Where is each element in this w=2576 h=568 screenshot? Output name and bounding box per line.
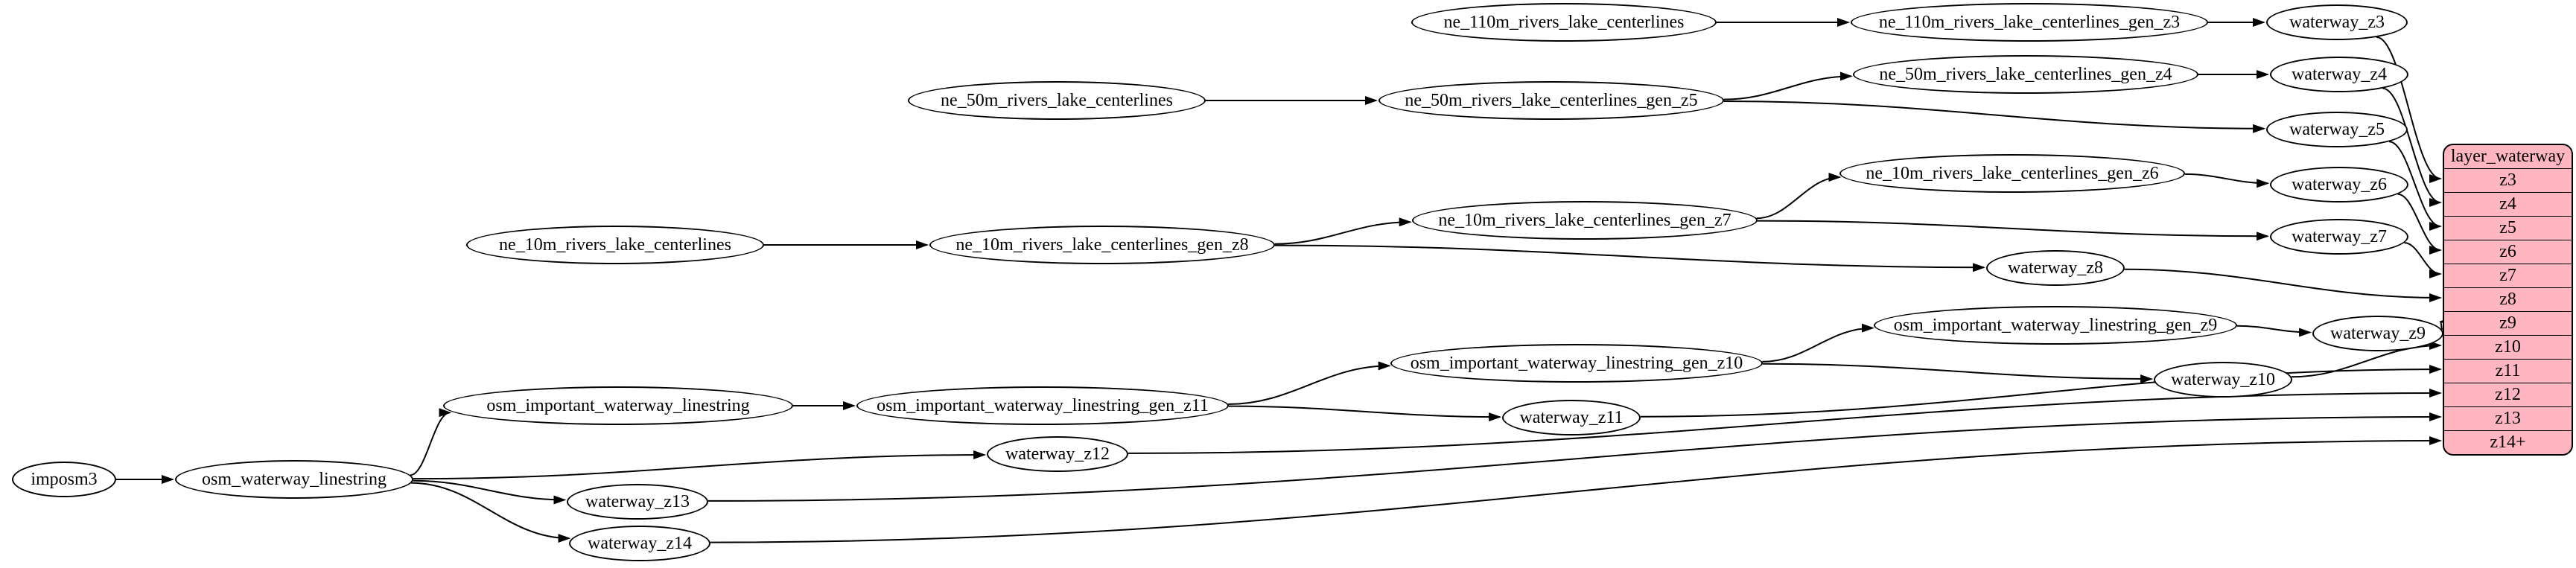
- node-waterway-z14: waterway_z14: [569, 526, 710, 561]
- table-row-z13: z13: [2444, 406, 2572, 430]
- node-ne-50m-rivers-lake-centerlines-gen-z4: ne_50m_rivers_lake_centerlines_gen_z4: [1853, 55, 2198, 94]
- edge-osm_important_waterway_linestring_gen_z10-to-osm_important_waterway_linestring_gen_z9: [1762, 323, 1874, 363]
- edge-waterway_z7-to-layer_waterway-z7: [2404, 242, 2442, 278]
- node-waterway-z12: waterway_z12: [987, 436, 1128, 472]
- node-waterway-z5: waterway_z5: [2266, 112, 2408, 147]
- edge-ne_50m_rivers_lake_centerlines_gen_z5-to-waterway_z5: [1723, 100, 2266, 133]
- table-row-z3: z3: [2444, 168, 2572, 192]
- edge-waterway_z5-to-layer_waterway-z5: [2388, 141, 2442, 231]
- node-waterway-z3: waterway_z3: [2266, 4, 2408, 40]
- edge-osm_important_waterway_linestring_gen_z9-to-waterway_z9: [2236, 325, 2312, 337]
- node-ne-10m-rivers-lake-centerlines-gen-z8: ne_10m_rivers_lake_centerlines_gen_z8: [929, 226, 1275, 264]
- node-osm-important-waterway-linestring: osm_important_waterway_linestring: [443, 386, 793, 425]
- table-row-z14plus: z14+: [2444, 430, 2572, 454]
- edge-ne_10m_rivers_lake_centerlines_gen_z6-to-waterway_z6: [2184, 173, 2270, 188]
- table-row-z9: z9: [2444, 311, 2572, 335]
- edge-osm_waterway_linestring-to-osm_important_waterway_linestring: [410, 408, 452, 476]
- edge-waterway_z4-to-layer_waterway-z4: [2382, 87, 2442, 207]
- node-osm-important-waterway-linestring-gen-z10: osm_important_waterway_linestring_gen_z1…: [1390, 344, 1763, 383]
- table-row-z10: z10: [2444, 335, 2572, 359]
- edge-osm_waterway_linestring-to-waterway_z14: [411, 482, 571, 543]
- node-waterway-z8: waterway_z8: [1986, 250, 2125, 286]
- node-ne-10m-rivers-lake-centerlines-gen-z7: ne_10m_rivers_lake_centerlines_gen_z7: [1412, 201, 1758, 240]
- edge-osm_waterway_linestring-to-waterway_z13: [413, 479, 567, 505]
- node-ne-50m-rivers-lake-centerlines-gen-z5: ne_50m_rivers_lake_centerlines_gen_z5: [1378, 81, 1724, 120]
- edge-waterway_z3-to-layer_waterway-z3: [2376, 36, 2442, 183]
- edge-waterway_z6-to-layer_waterway-z6: [2397, 193, 2442, 255]
- edge-waterway_z13-to-layer_waterway-z13: [707, 412, 2442, 502]
- node-waterway-z9: waterway_z9: [2312, 316, 2443, 351]
- node-ne-10m-rivers-lake-centerlines-gen-z6: ne_10m_rivers_lake_centerlines_gen_z6: [1839, 154, 2185, 193]
- table-row-z4: z4: [2444, 192, 2572, 216]
- table-row-z6: z6: [2444, 240, 2572, 264]
- node-osm-waterway-linestring: osm_waterway_linestring: [175, 460, 413, 499]
- edge-osm_important_waterway_linestring_gen_z10-to-waterway_z10: [1762, 363, 2154, 384]
- table-title: layer_waterway: [2450, 147, 2566, 166]
- node-waterway-z13: waterway_z13: [567, 484, 708, 520]
- layer-waterway-table: layer_waterway z3 z4 z5 z6 z7 z8 z9 z10 …: [2443, 144, 2573, 456]
- node-osm-important-waterway-linestring-gen-z11: osm_important_waterway_linestring_gen_z1…: [856, 386, 1229, 425]
- edge-ne_10m_rivers_lake_centerlines_gen_z8-to-ne_10m_rivers_lake_centerlines_gen_z7: [1274, 217, 1412, 245]
- node-waterway-z11: waterway_z11: [1502, 400, 1641, 435]
- edge-waterway_z8-to-layer_waterway-z8: [2124, 268, 2442, 302]
- edge-osm_important_waterway_linestring_gen_z11-to-osm_important_waterway_linestring_gen_z10: [1228, 361, 1391, 405]
- node-ne-110m-rivers-lake-centerlines: ne_110m_rivers_lake_centerlines: [1411, 3, 1717, 42]
- edge-ne_50m_rivers_lake_centerlines_gen_z5-to-ne_50m_rivers_lake_centerlines_gen_z4: [1723, 71, 1853, 100]
- edge-ne_10m_rivers_lake_centerlines_gen_z7-to-waterway_z7: [1757, 220, 2269, 241]
- edge-waterway_z14-to-layer_waterway-z14plus: [710, 436, 2442, 543]
- edge-osm_waterway_linestring-to-waterway_z12: [413, 450, 987, 480]
- table-row-z11: z11: [2444, 359, 2572, 383]
- node-ne-10m-rivers-lake-centerlines: ne_10m_rivers_lake_centerlines: [466, 226, 764, 264]
- node-waterway-z7: waterway_z7: [2270, 219, 2408, 255]
- edge-osm_important_waterway_linestring_gen_z11-to-waterway_z11: [1228, 405, 1502, 422]
- node-ne-110m-rivers-lake-centerlines-gen-z3: ne_110m_rivers_lake_centerlines_gen_z3: [1851, 3, 2208, 42]
- edge-ne_10m_rivers_lake_centerlines_gen_z7-to-ne_10m_rivers_lake_centerlines_gen_z6: [1756, 173, 1842, 220]
- node-osm-important-waterway-linestring-gen-z9: osm_important_waterway_linestring_gen_z9: [1874, 306, 2237, 345]
- node-ne-50m-rivers-lake-centerlines: ne_50m_rivers_lake_centerlines: [908, 81, 1206, 120]
- node-waterway-z10: waterway_z10: [2154, 362, 2292, 398]
- table-row-z12: z12: [2444, 383, 2572, 406]
- table-row-z7: z7: [2444, 264, 2572, 287]
- table-row-z8: z8: [2444, 287, 2572, 311]
- node-imposm3: imposm3: [12, 462, 116, 497]
- node-waterway-z6: waterway_z6: [2270, 167, 2408, 202]
- edge-waterway_z11-to-layer_waterway-z11: [1640, 365, 2442, 418]
- node-waterway-z4: waterway_z4: [2270, 57, 2408, 92]
- edge-ne_10m_rivers_lake_centerlines_gen_z8-to-waterway_z8: [1274, 244, 1985, 272]
- table-row-z5: z5: [2444, 216, 2572, 240]
